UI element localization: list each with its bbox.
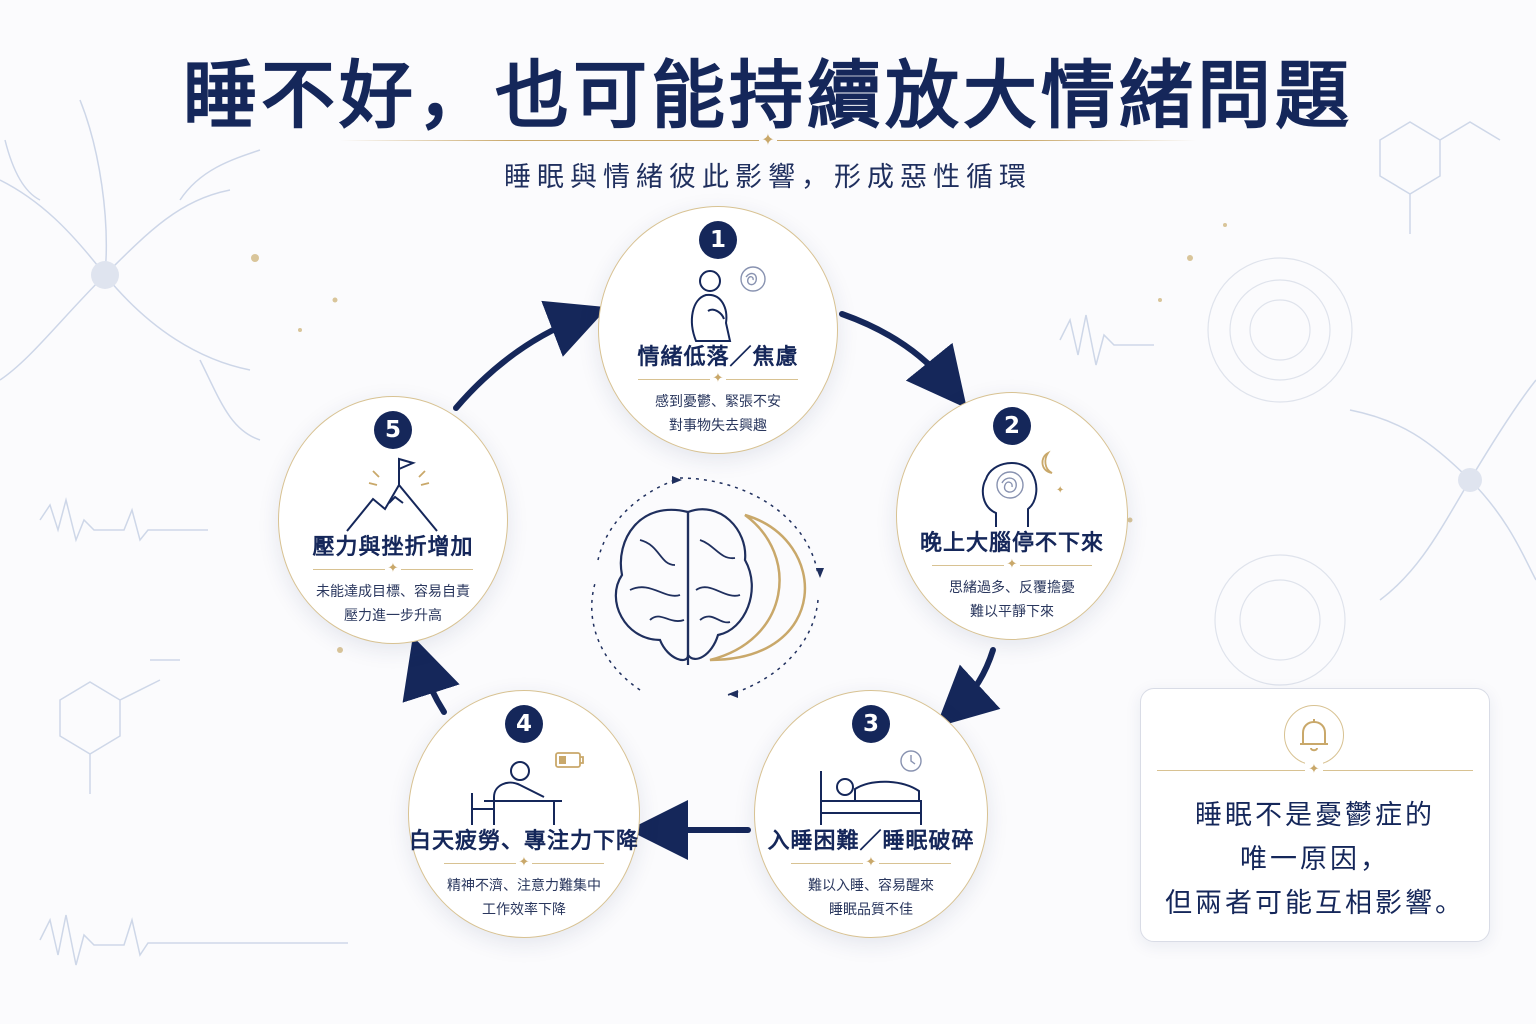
note-line: 唯一原因，	[1240, 844, 1390, 875]
node-description-line: 睡眠品質不佳	[829, 902, 913, 918]
tired-at-desk-icon	[471, 752, 584, 825]
divider-star-icon: ✦	[1004, 557, 1020, 573]
node-number-badge: 1	[699, 221, 737, 259]
node-description-line: 工作效率下降	[482, 902, 566, 918]
note-line: 睡眠不是憂鬱症的	[1195, 800, 1435, 831]
node-description-line: 未能達成目標、容易自責	[316, 584, 470, 600]
node-number-badge: 5	[374, 411, 412, 449]
divider-star-icon: ✦	[759, 131, 777, 149]
cycle-node-4: 4 白天疲勞、專注力下降 ✦ 精神不濟、注意力難集中 工作效率下降	[408, 690, 640, 938]
divider-star-icon: ✦	[863, 855, 879, 871]
racing-thoughts-head-icon: ✦	[981, 450, 1064, 527]
node-title: 晚上大腦停不下來	[919, 530, 1104, 556]
svg-text:✦: ✦	[1056, 485, 1064, 496]
arrow-1-to-2	[839, 311, 967, 409]
note-card: ✦ 睡眠不是憂鬱症的 唯一原因， 但兩者可能互相影響。	[1140, 688, 1490, 942]
note-line: 但兩者可能互相影響。	[1165, 888, 1465, 919]
divider-star-icon: ✦	[385, 561, 401, 577]
node-title: 白天疲勞、專注力下降	[409, 828, 640, 854]
hugging-knees-person-icon	[690, 266, 766, 342]
node-title: 壓力與挫折增加	[312, 534, 474, 560]
mountain-flag-icon	[346, 457, 438, 532]
node-description-line: 對事物失去興趣	[669, 418, 767, 434]
node-description-line: 感到憂鬱、緊張不安	[655, 394, 781, 410]
arrow-5-to-1	[453, 300, 608, 411]
node-number-badge: 3	[852, 705, 890, 743]
divider-star-icon: ✦	[516, 855, 532, 871]
cycle-node-1: 1 情緒低落／焦慮 ✦ 感到憂鬱、緊張不安 對事物失去興趣	[598, 206, 838, 454]
page-title: 睡不好，也可能持續放大情緒問題	[183, 53, 1353, 139]
divider-star-icon: ✦	[710, 371, 726, 387]
node-title: 情緒低落／焦慮	[637, 344, 799, 370]
bed-sleep-icon	[820, 750, 922, 825]
cycle-node-3: 3 入睡困難／睡眠破碎 ✦ 難以入睡、容易醒來 睡眠品質不佳	[754, 690, 988, 938]
cycle-node-5: 5 壓力與挫折增加 ✦ 未能達成目標、容易自責 壓力進一步升高	[278, 396, 508, 644]
cycle-node-2: 2 ✦ 晚上大腦停不下來 ✦ 思緒過多、反覆擔憂 難以平靜下來	[896, 392, 1128, 640]
arrow-4-to-5	[402, 636, 460, 715]
node-description-line: 難以平靜下來	[970, 604, 1054, 620]
node-description-line: 精神不濟、注意力難集中	[447, 878, 601, 894]
page-subtitle: 睡眠與情緒彼此影響，形成惡性循環	[504, 162, 1032, 193]
arrow-2-to-3	[935, 647, 1001, 728]
node-title: 入睡困難／睡眠破碎	[767, 828, 975, 854]
bell-icon	[1284, 705, 1344, 765]
node-number-badge: 2	[993, 407, 1031, 445]
divider-star-icon: ✦	[1305, 762, 1323, 778]
node-number-badge: 4	[505, 705, 543, 743]
node-description-line: 思緒過多、反覆擔憂	[949, 580, 1075, 596]
node-description-line: 難以入睡、容易醒來	[808, 878, 934, 894]
node-description-line: 壓力進一步升高	[344, 608, 442, 624]
